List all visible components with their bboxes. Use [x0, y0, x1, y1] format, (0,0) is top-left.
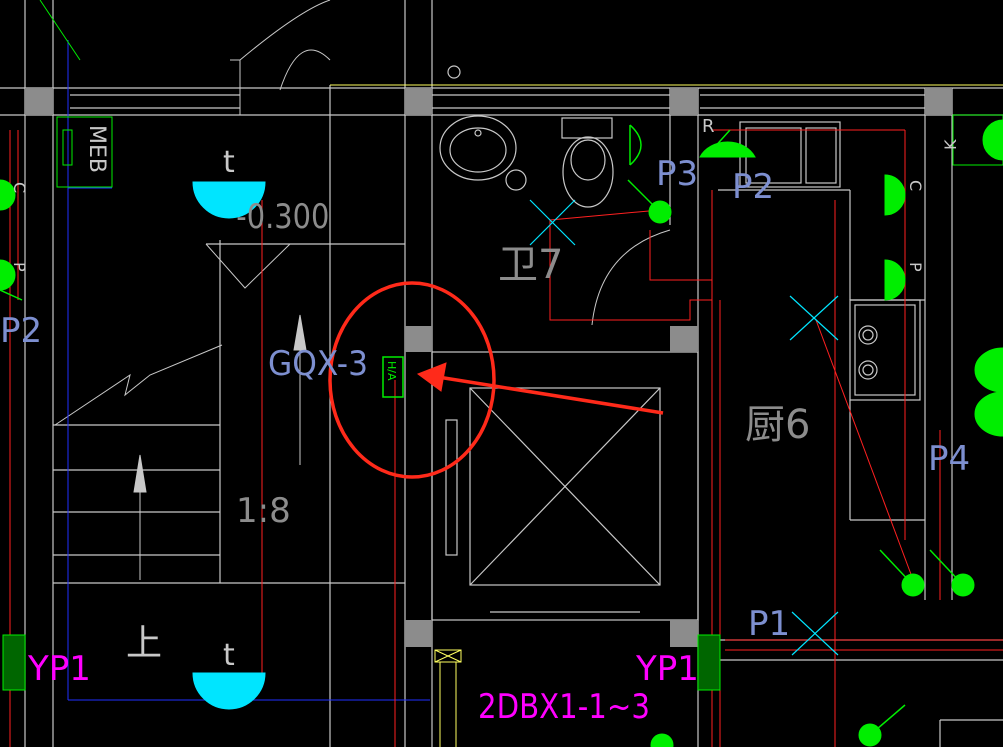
p-right-mark: P [906, 262, 925, 272]
ceiling-lamps [192, 181, 266, 710]
door-swings [230, 0, 671, 326]
wc-label: 卫7 [498, 242, 563, 288]
yp1-left-label: YP1 [27, 649, 91, 689]
dbx-label: 2DBX1-1~3 [478, 687, 650, 727]
p2-left-label: P2 [0, 311, 42, 351]
stair-lines [54, 243, 307, 580]
green-sockets [0, 119, 1003, 747]
up-label: 上 [126, 623, 162, 664]
yp1-boxes [2, 634, 721, 691]
p3-label: P3 [656, 154, 698, 194]
ratio-label: 1:8 [236, 491, 291, 531]
p4-label: P4 [928, 439, 970, 479]
columns [25, 88, 952, 647]
kitchen-label: 厨6 [745, 402, 810, 448]
p2-label: P2 [732, 167, 774, 207]
gqx-label: GQX-3 [268, 344, 368, 384]
yp1-right-label: YP1 [635, 649, 699, 689]
p1-label: P1 [748, 604, 790, 644]
t-top-label: t [223, 145, 235, 180]
meb-label: MEB [84, 125, 109, 173]
p-left-mark: P [10, 262, 29, 272]
red-annotation [328, 281, 664, 479]
ha-mark: H/A [385, 361, 398, 381]
c-right-mark: C [906, 180, 925, 191]
cross-marks [529, 199, 839, 656]
green-outline-marks [0, 124, 964, 736]
k-mark: K [941, 139, 960, 150]
t-bottom-label: t [223, 638, 235, 673]
elevation-label: -0.300 [236, 198, 329, 237]
red-piping [9, 129, 1003, 747]
r-mark: R [702, 116, 715, 137]
c-left-mark: C [10, 182, 29, 193]
yellow-wall [330, 84, 1003, 747]
text-labels: MEB t t -0.300 GQX-3 1:8 上 卫7 厨6 2DBX1-1… [0, 116, 970, 727]
green-lines [39, 0, 1003, 188]
